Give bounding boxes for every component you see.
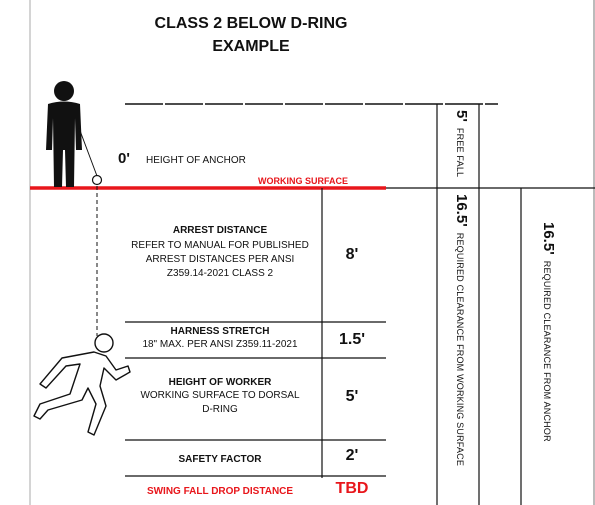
falling-worker-icon — [33, 333, 131, 436]
arrest-distance-heading: ARREST DISTANCE — [172, 225, 268, 236]
swing-fall-value: TBD — [335, 480, 369, 497]
clearance-anchor-column: 16.5' REQUIRED CLEARANCE FROM ANCHOR — [539, 222, 557, 442]
harness-stretch-cell: HARNESS STRETCH 18" MAX. PER ANSI Z359.1… — [120, 325, 320, 352]
arrest-distance-line1: REFER TO MANUAL FOR PUBLISHED — [131, 240, 309, 251]
worker-height-line1: WORKING SURFACE TO DORSAL — [140, 390, 300, 401]
free-fall-column: 5' FREE FALL — [452, 110, 470, 177]
standing-worker-icon — [46, 81, 82, 187]
diagram-title-line1: CLASS 2 BELOW D-RING — [154, 15, 348, 32]
arrest-distance-value: 8' — [345, 246, 359, 263]
safety-factor-heading: SAFETY FACTOR — [178, 454, 262, 465]
clearance-surface-column: 16.5' REQUIRED CLEARANCE FROM WORKING SUR… — [452, 194, 470, 466]
clearance-anchor-label: REQUIRED CLEARANCE FROM ANCHOR — [542, 260, 552, 442]
harness-stretch-line1: 18" MAX. PER ANSI Z359.11-2021 — [142, 339, 298, 350]
clearance-surface-label: REQUIRED CLEARANCE FROM WORKING SURFACE — [455, 232, 465, 467]
free-fall-label: FREE FALL — [455, 127, 465, 178]
harness-stretch-heading: HARNESS STRETCH — [170, 326, 270, 337]
d-ring-anchor-icon — [91, 174, 103, 186]
swing-fall-heading: SWING FALL DROP DISTANCE — [146, 486, 294, 497]
working-surface-label: WORKING SURFACE — [258, 176, 348, 186]
worker-height-cell: HEIGHT OF WORKER WORKING SURFACE TO DORS… — [120, 376, 320, 417]
anchor-height-label: HEIGHT OF ANCHOR — [146, 155, 246, 166]
clearance-surface-value: 16.5' — [453, 194, 470, 227]
arrest-distance-cell: ARREST DISTANCE REFER TO MANUAL FOR PUBL… — [120, 224, 320, 281]
anchor-height-value: 0' — [118, 150, 130, 167]
safety-factor-value: 2' — [345, 447, 359, 464]
arrest-distance-line3: Z359.14-2021 CLASS 2 — [166, 268, 274, 279]
worker-height-heading: HEIGHT OF WORKER — [168, 377, 272, 388]
harness-stretch-value: 1.5' — [338, 331, 366, 348]
worker-height-value: 5' — [345, 388, 359, 405]
arrest-distance-line2: ARREST DISTANCES PER ANSI — [145, 254, 295, 265]
safety-factor-cell: SAFETY FACTOR — [120, 453, 320, 466]
swing-fall-cell: SWING FALL DROP DISTANCE — [120, 485, 320, 498]
clearance-anchor-value: 16.5' — [540, 222, 557, 255]
free-fall-value: 5' — [453, 110, 470, 122]
diagram-title-line2: EXAMPLE — [212, 38, 290, 55]
lanyard-line — [78, 127, 98, 177]
worker-height-line2: D-RING — [202, 404, 238, 415]
